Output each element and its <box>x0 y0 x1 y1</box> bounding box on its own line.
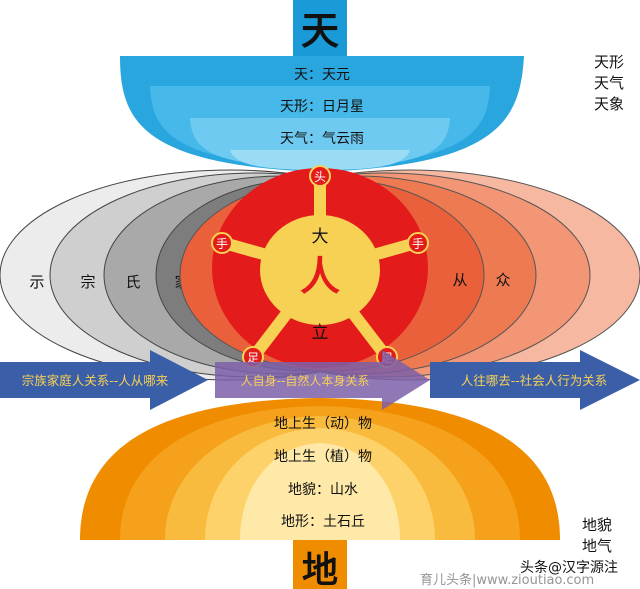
arrow-right-label: 人往哪去--社会人行为关系 <box>461 373 608 388</box>
heaven-side-label-1: 天形 <box>594 53 624 71</box>
watermark-author: 头条@汉字源注 <box>520 559 618 576</box>
social-label-1: 从 <box>452 271 467 289</box>
heaven-section: 天 天：天元 天形：日月星 天气：气云雨 天形 天气 天象 <box>120 0 624 172</box>
watermarks: 头条@汉字源注 育儿头条|www.zioutiao.com <box>420 559 618 588</box>
heaven-side-label-2: 天气 <box>594 74 624 92</box>
social-label-2: 众 <box>495 271 510 289</box>
limb-left-foot <box>250 266 325 359</box>
heaven-title-box <box>293 0 347 56</box>
clan-label-3: 氏 <box>125 273 140 291</box>
clan-label-2: 宗 <box>80 273 95 291</box>
person-figure: 头 手 手 足 足 大 人 立 <box>211 165 429 368</box>
head-node <box>309 165 331 187</box>
earth-level-2: 地上生（植）物 <box>274 449 372 465</box>
person-head-label: 头 <box>314 170 326 184</box>
limb-left-hand <box>222 237 322 276</box>
arrow-right <box>430 350 640 410</box>
person-left-foot-label: 足 <box>247 351 259 365</box>
earth-mound-5 <box>240 443 400 540</box>
earth-level-3: 地貌：山水 <box>288 482 358 498</box>
earth-side-label-1: 地貌 <box>582 516 612 534</box>
person-center-label: 人 <box>300 254 340 300</box>
clan-label-1: 示 <box>29 273 44 291</box>
heaven-level-3: 天气：气云雨 <box>280 131 364 147</box>
limb-right-hand <box>318 237 418 276</box>
relation-arrows: 宗族家庭人关系--人从哪来 人自身--自然人本身关系 人往哪去--社会人行为关系 <box>0 350 640 410</box>
heaven-level-1: 天：天元 <box>294 67 350 83</box>
person-left-hand-label: 手 <box>216 237 228 251</box>
heaven-title: 天 <box>301 9 339 53</box>
heaven-bowl-core <box>230 150 410 170</box>
arrow-left <box>0 350 208 410</box>
watermark-site: 育儿头条|www.zioutiao.com <box>420 572 594 588</box>
heaven-side-label-3: 天象 <box>594 95 624 113</box>
limb-right-foot <box>315 266 390 359</box>
right-hand-node <box>407 232 429 254</box>
earth-level-1: 地上生（动）物 <box>274 416 372 432</box>
earth-title-box <box>293 540 347 589</box>
person-top-label: 大 <box>312 227 329 247</box>
earth-level-4: 地形：土石丘 <box>281 514 365 530</box>
arrow-left-label: 宗族家庭人关系--人从哪来 <box>22 373 169 388</box>
person-bottom-label: 立 <box>312 323 329 343</box>
person-right-hand-label: 手 <box>412 237 424 251</box>
left-hand-node <box>211 232 233 254</box>
heaven-level-2: 天形：日月星 <box>280 99 364 115</box>
earth-side-label-2: 地气 <box>582 537 612 555</box>
arrow-middle-label: 人自身--自然人本身关系 <box>241 373 370 388</box>
earth-section: 地上生（动）物 地上生（植）物 地貌：山水 地形：土石丘 地 地貌 地气 <box>80 398 612 589</box>
earth-title: 地 <box>302 550 338 589</box>
arrow-middle <box>215 350 430 410</box>
